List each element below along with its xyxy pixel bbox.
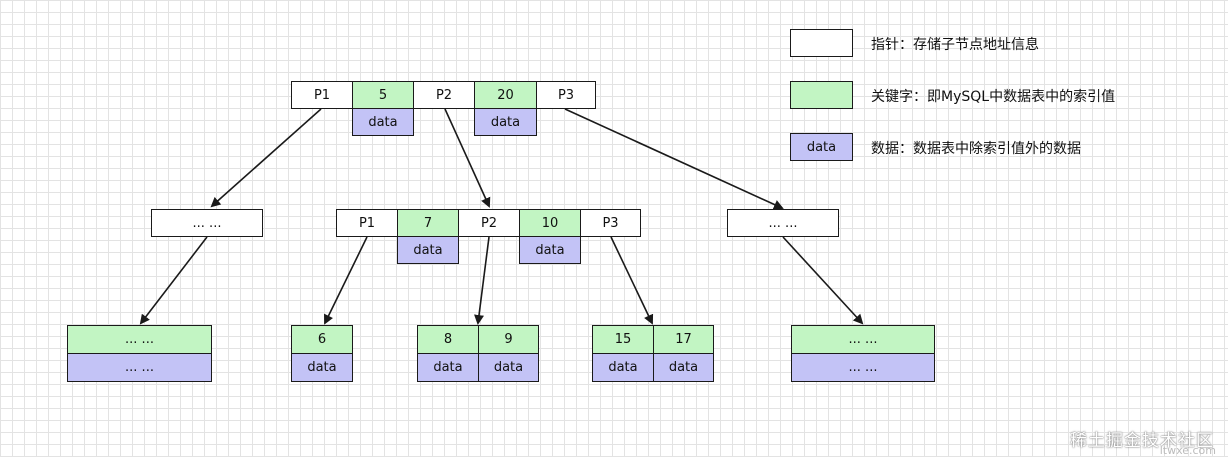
legend-pointer-text: 指针：存储子节点地址信息 — [871, 37, 1039, 53]
root-key-5: 5 — [352, 81, 414, 109]
leaf-far-right-key: ... ... — [791, 325, 935, 354]
legend-key-text: 关键字：即MySQL中数据表中的索引值 — [871, 89, 1116, 105]
mid-data-1: data — [397, 236, 459, 264]
watermark: 稀土掘金技术社区 — [1070, 431, 1214, 451]
edge-mid-p1 — [324, 236, 368, 325]
leaf-key-9: 9 — [478, 325, 539, 354]
edge-right-leaf — [782, 236, 864, 325]
root-data-1: data — [352, 108, 414, 136]
root-p1: P1 — [291, 81, 353, 109]
leaf-key-17: 17 — [653, 325, 714, 354]
root-p3: P3 — [536, 81, 596, 109]
legend-data-text: 数据：数据表中除索引值外的数据 — [871, 141, 1081, 157]
edge-left-leaf — [139, 236, 208, 325]
legend-data-swatch: data — [790, 133, 853, 161]
edge-mid-p3 — [610, 236, 654, 325]
root-p2: P2 — [413, 81, 475, 109]
edge-mid-p2 — [474, 236, 490, 325]
leaf-6-data: data — [291, 353, 353, 382]
leaf-far-left-key: ... ... — [67, 325, 212, 354]
mid-p3: P3 — [580, 209, 641, 237]
level2-left-node: ... ... — [151, 209, 263, 237]
edge-root-p2 — [444, 108, 491, 208]
mid-data-2: data — [519, 236, 581, 264]
leaf-6-key: 6 — [291, 325, 353, 354]
leaf-data-15: data — [592, 353, 654, 382]
legend-pointer-swatch — [790, 29, 853, 57]
leaf-key-8: 8 — [417, 325, 479, 354]
mid-p2: P2 — [458, 209, 520, 237]
leaf-far-left-data: ... ... — [67, 353, 212, 382]
leaf-data-8: data — [417, 353, 479, 382]
root-data-2: data — [474, 108, 537, 136]
leaf-key-15: 15 — [592, 325, 654, 354]
mid-key-10: 10 — [519, 209, 581, 237]
mid-p1: P1 — [336, 209, 398, 237]
legend-key-swatch — [790, 81, 853, 109]
leaf-far-right-data: ... ... — [791, 353, 935, 382]
watermark-sub: ltwxe.com — [1159, 444, 1216, 457]
root-key-20: 20 — [474, 81, 537, 109]
edge-root-p1 — [210, 108, 322, 208]
leaf-data-9: data — [478, 353, 539, 382]
mid-key-7: 7 — [397, 209, 459, 237]
leaf-data-17: data — [653, 353, 714, 382]
level2-right-node: ... ... — [727, 209, 839, 237]
edge-root-p3 — [564, 108, 784, 210]
